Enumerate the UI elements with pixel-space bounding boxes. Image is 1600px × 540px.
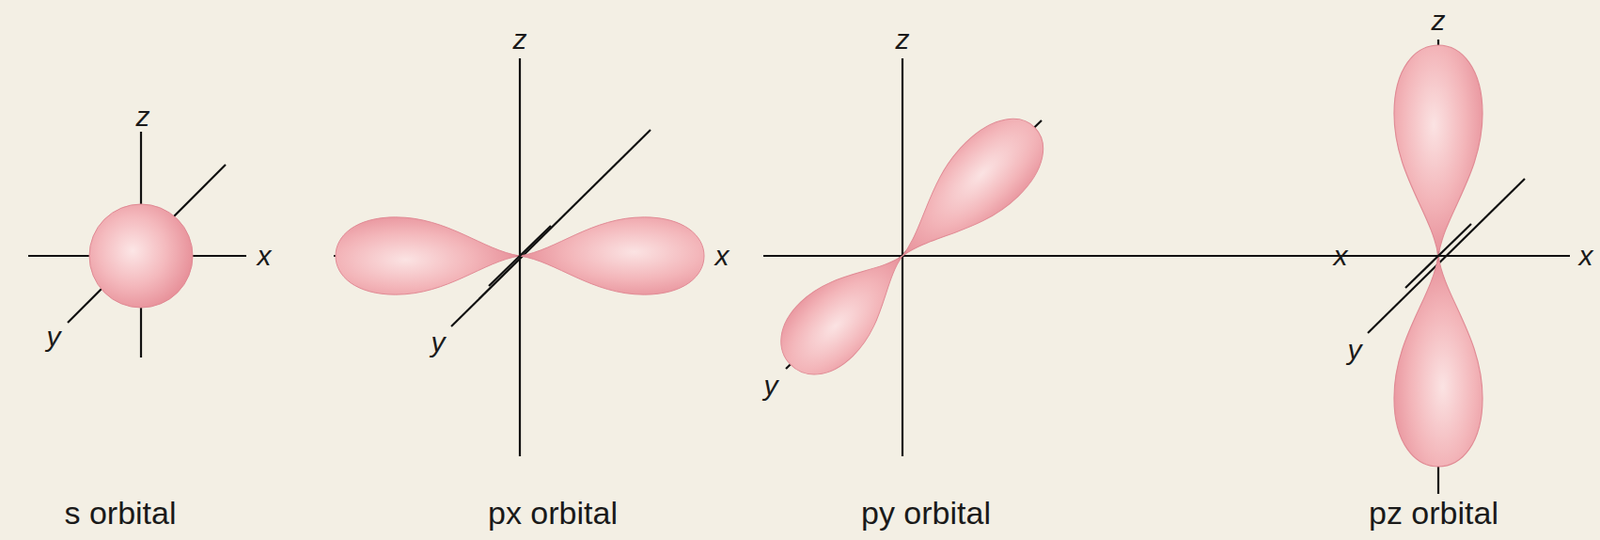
pz-lobe (1394, 45, 1483, 256)
axis-label: z (1431, 6, 1446, 35)
axis-label: y (764, 371, 779, 400)
axis-label: y (431, 328, 446, 357)
axis-label: x (257, 241, 272, 270)
orbital-caption: px orbital (487, 496, 618, 529)
orbital-caption: pz orbital (1368, 496, 1499, 529)
orbital-caption: s orbital (63, 496, 176, 529)
axis-label: z (136, 102, 151, 131)
axis-label: z (895, 25, 910, 54)
axis-label: x (1579, 241, 1594, 270)
axis-label: x (715, 241, 730, 270)
orbital-caption: py orbital (861, 496, 991, 529)
s-sphere (89, 203, 193, 308)
axis-label: y (47, 322, 62, 351)
axis-label: x (1333, 241, 1349, 270)
pz-lobe (1394, 255, 1483, 467)
py-lobe (764, 228, 929, 392)
axes (28, 39, 1570, 494)
axis-label: y (1348, 335, 1363, 364)
axes-front (488, 223, 1570, 288)
axis-label: z (513, 25, 528, 54)
axis-ticks-front (140, 255, 142, 283)
py-lobe (876, 100, 1061, 283)
